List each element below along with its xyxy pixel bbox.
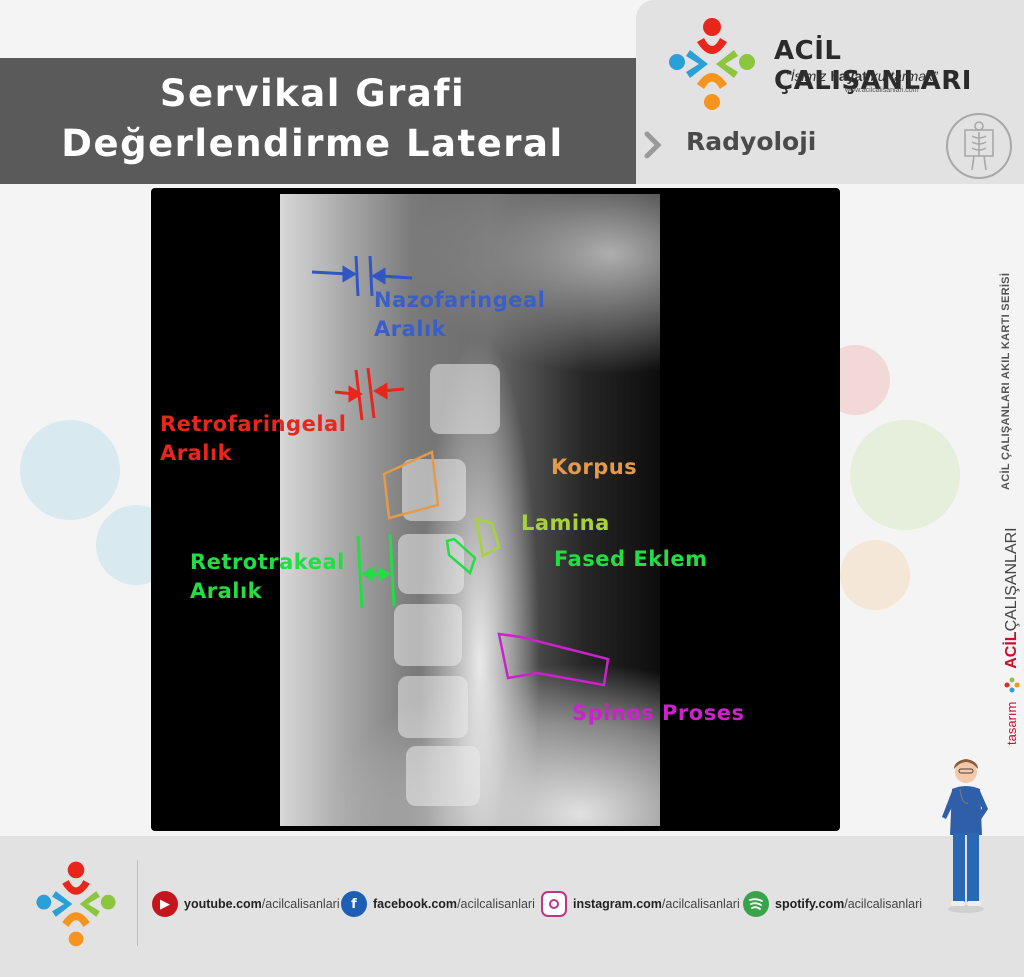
nurse-illustration	[942, 759, 988, 913]
facebook-icon: f	[341, 891, 367, 917]
page-title-line1: Servikal Grafi	[159, 72, 466, 115]
vertebra-c7	[406, 746, 480, 806]
page-title-line2: Değerlendirme Lateral	[61, 122, 564, 165]
footer-divider	[137, 860, 138, 946]
footer-logo	[36, 861, 116, 947]
vertebra-c5	[394, 604, 462, 666]
series-label: ACİL ÇALIŞANLARI AKIL KARTI SERİSİ	[1000, 272, 1012, 490]
label-retrofaringeal: Retrofaringelal Aralık	[160, 412, 347, 465]
spotify-icon	[743, 891, 769, 917]
facebook-link[interactable]: f facebook.com/acilcalisanlari	[341, 890, 535, 918]
fased-eklem-outline	[445, 537, 477, 576]
chevron-right-icon	[644, 131, 662, 159]
vertebra-c4	[398, 534, 464, 594]
brand-logo	[669, 18, 755, 110]
retrofaringeal-marker	[334, 367, 405, 421]
instagram-link[interactable]: instagram.com/acilcalisanlari	[541, 890, 740, 918]
brand-name: ACİL ÇALIŞANLARI	[774, 36, 972, 96]
label-spinos-proses: Spinos Proses	[572, 701, 745, 725]
label-retrotrakeal: Retrotrakeal Aralık	[190, 550, 345, 603]
background-logo-right	[850, 420, 960, 530]
brand-slogan: “İşimiz hayat kurtarmak”	[786, 68, 938, 84]
retrotrakeal-marker	[356, 533, 396, 609]
brand-panel	[636, 0, 1024, 184]
label-korpus: Korpus	[551, 455, 638, 479]
xray-image	[280, 194, 660, 826]
label-nazofaringeal: Nazofaringeal Aralık	[374, 288, 546, 341]
lamina-outline	[474, 517, 501, 558]
vertebra-c2	[430, 364, 500, 434]
korpus-outline	[382, 450, 440, 520]
brand-url: www.acilcalisanlari.com	[845, 87, 919, 94]
title-bar: Servikal Grafi Değerlendirme Lateral	[0, 58, 640, 184]
nazofaringeal-marker	[311, 255, 413, 297]
label-fased-eklem: Fased Eklem	[554, 547, 708, 571]
youtube-icon: ▶	[152, 891, 178, 917]
youtube-link[interactable]: ▶ youtube.com/acilcalisanlari	[152, 890, 340, 918]
small-logo-icon	[1004, 677, 1020, 693]
vertebra-c6	[398, 676, 468, 738]
instagram-icon	[541, 891, 567, 917]
spotify-link[interactable]: spotify.com/acilcalisanlari	[743, 890, 922, 918]
background-logo-right-3	[840, 540, 910, 610]
category-label: Radyoloji	[686, 127, 817, 156]
spinos-proses-outline	[497, 632, 610, 687]
designer-credit: tasarım ACİLÇALIŞANLARI	[1003, 527, 1020, 745]
label-lamina: Lamina	[521, 511, 610, 535]
radiology-icon	[946, 113, 1012, 179]
background-logo-left	[20, 420, 120, 520]
